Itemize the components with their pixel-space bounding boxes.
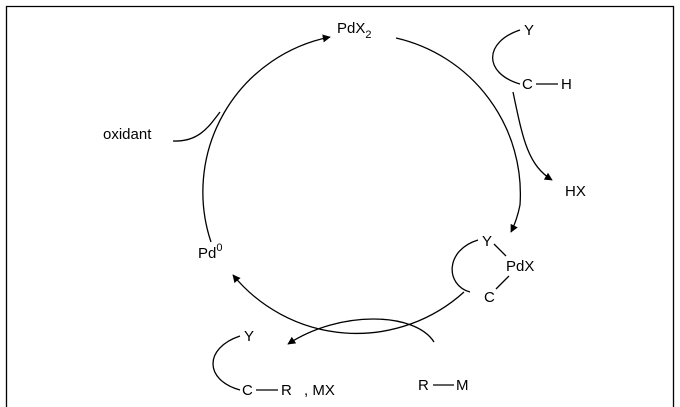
palladacycle-c-label: C	[484, 289, 495, 306]
hx-release-arrow	[512, 91, 553, 181]
product-tether	[212, 335, 241, 391]
hx-label: HX	[565, 183, 586, 200]
palladacycle-tether	[451, 239, 479, 293]
substrate-y-label: Y	[524, 22, 534, 39]
product-structure: Y C R , MX	[212, 328, 335, 399]
cycle-arc-palladacycle-to-pd0	[232, 274, 465, 335]
organometallic-r-label: R	[418, 377, 429, 394]
substrate-structure: Y C H	[492, 22, 572, 93]
substrate-tether	[492, 29, 521, 85]
substrate-h-label: H	[561, 76, 572, 93]
pdx2-label: PdX2	[337, 20, 371, 41]
palladacycle-y-label: Y	[482, 233, 492, 250]
cycle-arc-pd0-to-pdx2	[202, 34, 331, 243]
product-mx-label: , MX	[304, 382, 335, 399]
pd0-label: Pd0	[198, 242, 222, 262]
organometallic-structure: R M	[418, 377, 469, 394]
figure-frame	[5, 5, 675, 407]
palladacycle-y-pd-bond	[493, 243, 507, 257]
palladacycle-structure: Y PdX C	[451, 233, 534, 306]
oxidant-label: oxidant	[103, 126, 152, 143]
substrate-c-label: C	[522, 76, 533, 93]
product-r-label: R	[281, 382, 292, 399]
palladacycle-pd-c-bond	[495, 275, 510, 290]
product-c-label: C	[242, 382, 253, 399]
cycle-arc-pdx2-to-palladacycle	[395, 37, 522, 206]
product-y-label: Y	[244, 328, 254, 345]
oxidant-arrow	[172, 111, 221, 142]
transmetalation-arrow	[287, 318, 435, 345]
palladacycle-pdx-label: PdX	[506, 258, 534, 275]
cycle-arc-tail-to-palladacycle	[510, 204, 521, 233]
organometallic-m-label: M	[456, 377, 469, 394]
